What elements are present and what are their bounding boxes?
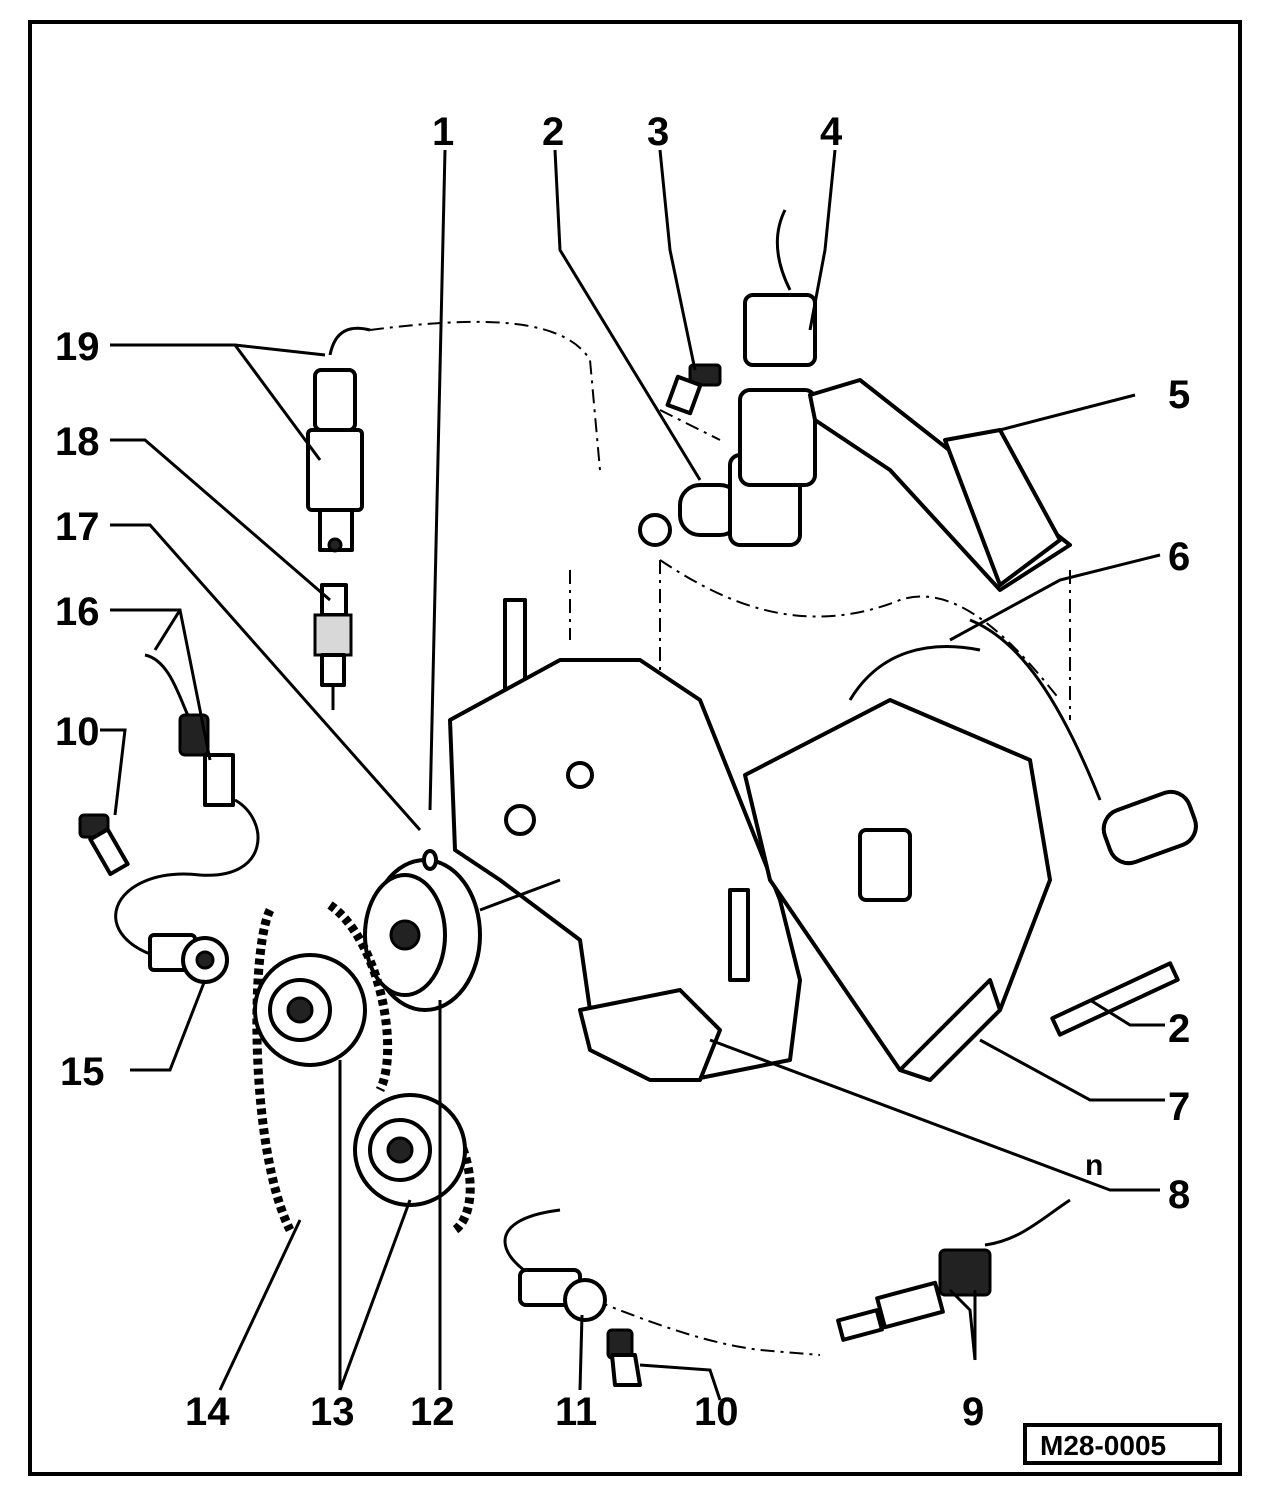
temperature-sender xyxy=(836,1198,1071,1342)
callout-14: 14 xyxy=(185,1390,230,1434)
callout-7: 7 xyxy=(1168,1085,1190,1129)
callout-18: 18 xyxy=(55,420,100,464)
callout-4: 4 xyxy=(820,110,843,154)
connector-4 xyxy=(743,209,817,367)
callout-6: 6 xyxy=(1168,535,1190,579)
callout-11: 11 xyxy=(555,1390,597,1434)
sensor-lower xyxy=(503,1208,607,1322)
cover-5 xyxy=(808,378,1072,592)
callout-19: 19 xyxy=(55,325,100,369)
sprockets-and-chain xyxy=(252,901,475,1234)
callout-leaders xyxy=(100,149,1165,1401)
lambda-probe xyxy=(306,326,371,553)
spark-plug xyxy=(313,583,353,710)
bolt-lower xyxy=(606,1328,642,1387)
callout-12: 12 xyxy=(410,1390,455,1434)
callout-8: 8 xyxy=(1168,1173,1190,1217)
callout-9: 9 xyxy=(962,1390,984,1434)
callout-17: 17 xyxy=(55,505,100,549)
callout-labels: 1 2 3 4 5 6 2 7 8 9 10 11 12 13 14 15 10… xyxy=(55,110,1190,1434)
callout-3: 3 xyxy=(647,110,669,154)
callout-16: 16 xyxy=(55,590,100,634)
knock-sensor xyxy=(114,653,260,962)
bracket xyxy=(448,598,802,1082)
sensor-connector xyxy=(148,933,229,984)
diagram-frame xyxy=(28,20,1242,1476)
callout-15: 15 xyxy=(60,1050,105,1094)
bolt-3 xyxy=(665,363,722,416)
callout-1: 1 xyxy=(432,110,454,154)
callout-2: 2 xyxy=(542,110,564,154)
figure-code-box: M28-0005 xyxy=(1023,1423,1222,1465)
callout-2-lower: 2 xyxy=(1168,1007,1190,1051)
drive-pulley xyxy=(363,849,482,1012)
hall-sender xyxy=(638,388,817,547)
callout-13: 13 xyxy=(310,1390,355,1434)
mark-n: n xyxy=(1085,1149,1103,1182)
callout-5: 5 xyxy=(1168,373,1190,417)
ignition-coil xyxy=(743,618,1198,1082)
figure-code: M28-0005 xyxy=(1040,1430,1166,1461)
callout-10-lower: 10 xyxy=(694,1390,739,1434)
bolt-left xyxy=(78,813,130,877)
callout-10: 10 xyxy=(55,710,100,754)
